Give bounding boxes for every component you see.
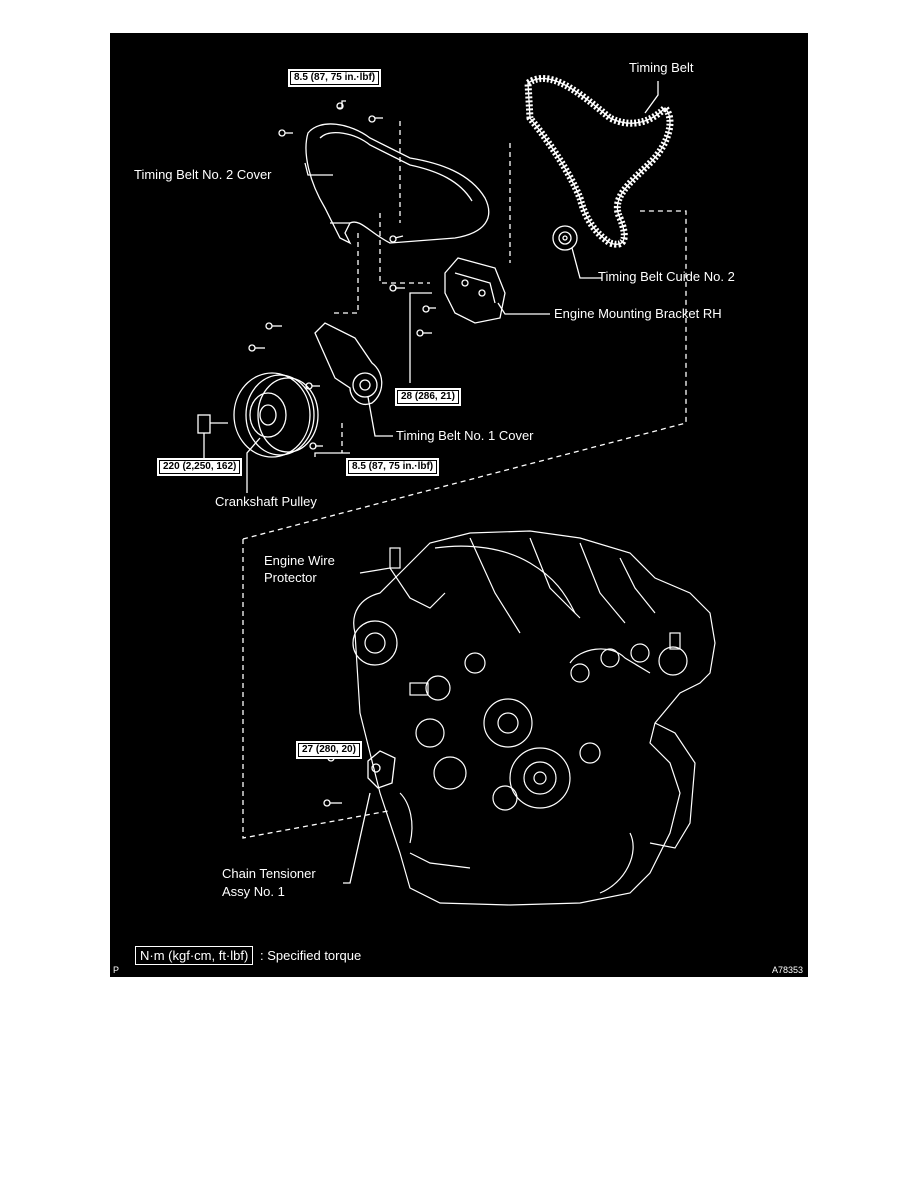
torque-cover1-bolt: 8.5 (87, 75 in.·lbf) — [346, 458, 440, 476]
torque-cover2-bolt: 8.5 (87, 75 in.·lbf) — [288, 69, 382, 87]
no1-cover-drawing — [314, 322, 383, 405]
torque-crank-bolt: 220 (2,250, 162) — [157, 458, 243, 476]
assembly-guide-lines — [242, 121, 687, 839]
label-timing-belt: Timing Belt — [629, 60, 694, 75]
exploded-view-drawing — [197, 75, 716, 906]
crankshaft-pulley-drawing — [233, 372, 319, 458]
engine-block-drawing — [352, 530, 716, 906]
torque-bracket-bolt: 28 (286, 21) — [395, 388, 461, 406]
label-engine-wire-protector-1: Engine Wire — [264, 553, 335, 568]
label-engine-wire-protector-2: Protector — [264, 570, 317, 585]
label-timing-belt-no1-cover: Timing Belt No. 1 Cover — [396, 428, 534, 443]
diagram-panel: Timing Belt Timing Belt No. 2 Cover Timi… — [110, 33, 808, 977]
label-crankshaft-pulley: Crankshaft Pulley — [215, 494, 317, 509]
corner-code: P — [113, 965, 120, 975]
no2-cover-drawing — [305, 123, 490, 245]
torque-tensioner-bolt: 27 (280, 20) — [296, 741, 362, 759]
crank-bolt-drawing — [197, 414, 228, 434]
timing-belt-drawing — [524, 75, 674, 248]
legend-unit-box: N·m (kgf·cm, ft·lbf) — [135, 946, 254, 965]
label-timing-belt-guide-no2: Timing Belt Cuide No. 2 — [598, 269, 735, 284]
figure-id: A78353 — [772, 965, 804, 975]
label-chain-tensioner-1: Chain Tensioner — [222, 866, 316, 881]
label-timing-belt-no2-cover: Timing Belt No. 2 Cover — [134, 167, 272, 182]
label-engine-mounting-bracket: Engine Mounting Bracket RH — [554, 306, 722, 321]
legend-description: : Specified torque — [260, 948, 362, 963]
belt-guide-drawing — [552, 225, 578, 251]
leader-lines — [203, 81, 659, 884]
cover-bolts — [248, 100, 436, 450]
label-chain-tensioner-2: Assy No. 1 — [222, 884, 285, 899]
chain-tensioner-drawing — [323, 750, 396, 807]
mounting-bracket-drawing — [444, 257, 506, 324]
